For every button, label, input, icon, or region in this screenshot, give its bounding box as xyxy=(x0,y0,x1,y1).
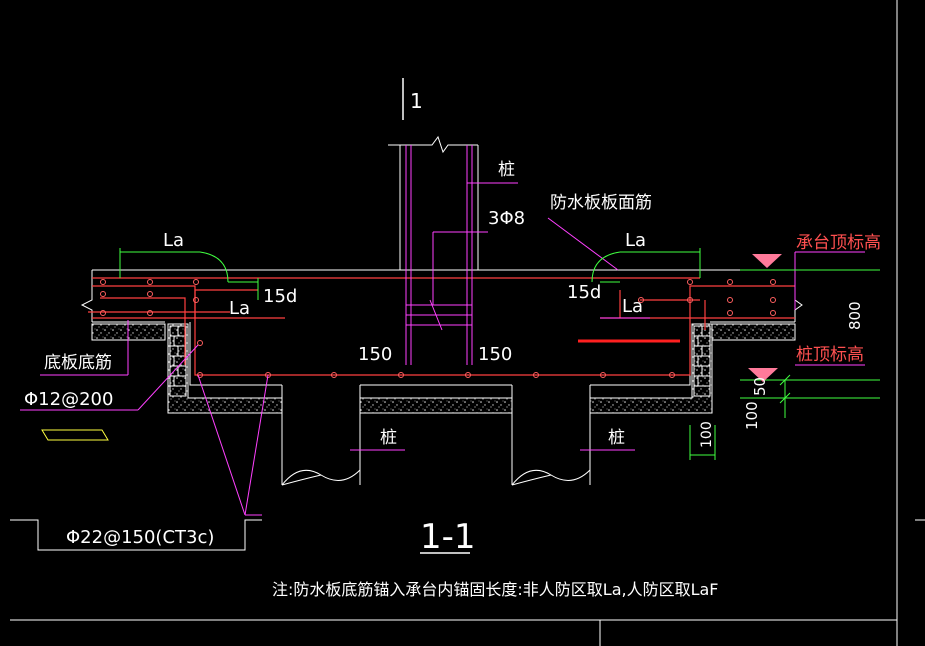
drawing-labels: 桩 3Φ8 防水板板面筋 La La 15d 15d La La 承台顶标高 桩… xyxy=(24,160,881,599)
pile-top-elev-triangle xyxy=(748,368,778,382)
label-pile-top-elev: 桩顶标高 xyxy=(796,345,864,365)
label-pile-left: 桩 xyxy=(380,428,397,448)
label-pile-right: 桩 xyxy=(608,428,625,448)
label-bottom-rebar: 底板底筋 xyxy=(44,353,112,373)
elevation-markers xyxy=(748,254,782,382)
label-stirrup: 3Φ8 xyxy=(488,208,525,229)
label-pile-top: 桩 xyxy=(498,160,515,180)
label-phi12: Φ12@200 xyxy=(24,389,113,410)
label-wp-top-rebar: 防水板板面筋 xyxy=(550,193,652,213)
label-15d-left: 15d xyxy=(263,286,297,307)
leader-lines xyxy=(20,217,865,516)
label-dim-800: 800 xyxy=(846,301,864,330)
brick-walls xyxy=(169,325,711,397)
section-ref-label: 1 xyxy=(410,89,423,113)
label-la-left-lower: La xyxy=(229,298,250,319)
label-phi22: Φ22@150(CT3c) xyxy=(66,527,214,548)
label-dim-50: 50 xyxy=(751,377,769,396)
section-title: 1-1 xyxy=(420,517,476,557)
label-la-right-lower: La xyxy=(622,296,643,317)
label-cap-top-elev: 承台顶标高 xyxy=(796,233,881,253)
label-la-left: La xyxy=(163,230,184,251)
cap-top-elev-triangle xyxy=(752,254,782,268)
label-la-right: La xyxy=(625,230,646,251)
rebar-dots xyxy=(100,279,776,378)
red-rebar xyxy=(88,277,795,376)
drawing-note: 注:防水板底筋锚入承台内锚固长度:非人防区取La,人防区取LaF xyxy=(272,580,719,599)
label-150-left: 150 xyxy=(358,344,392,365)
label-dim-100-h: 100 xyxy=(699,421,715,448)
label-150-right: 150 xyxy=(478,344,512,365)
piles xyxy=(281,385,591,486)
section-reference-mark: 1 xyxy=(402,78,423,120)
rebar-shape-symbol xyxy=(41,429,109,441)
phi22-bar-shape xyxy=(10,519,262,551)
label-15d-right: 15d xyxy=(567,282,601,303)
column-rebar xyxy=(405,145,518,365)
dimension-lines xyxy=(119,248,880,460)
drawing-frame xyxy=(10,0,925,646)
label-dim-100-v: 100 xyxy=(743,401,761,430)
